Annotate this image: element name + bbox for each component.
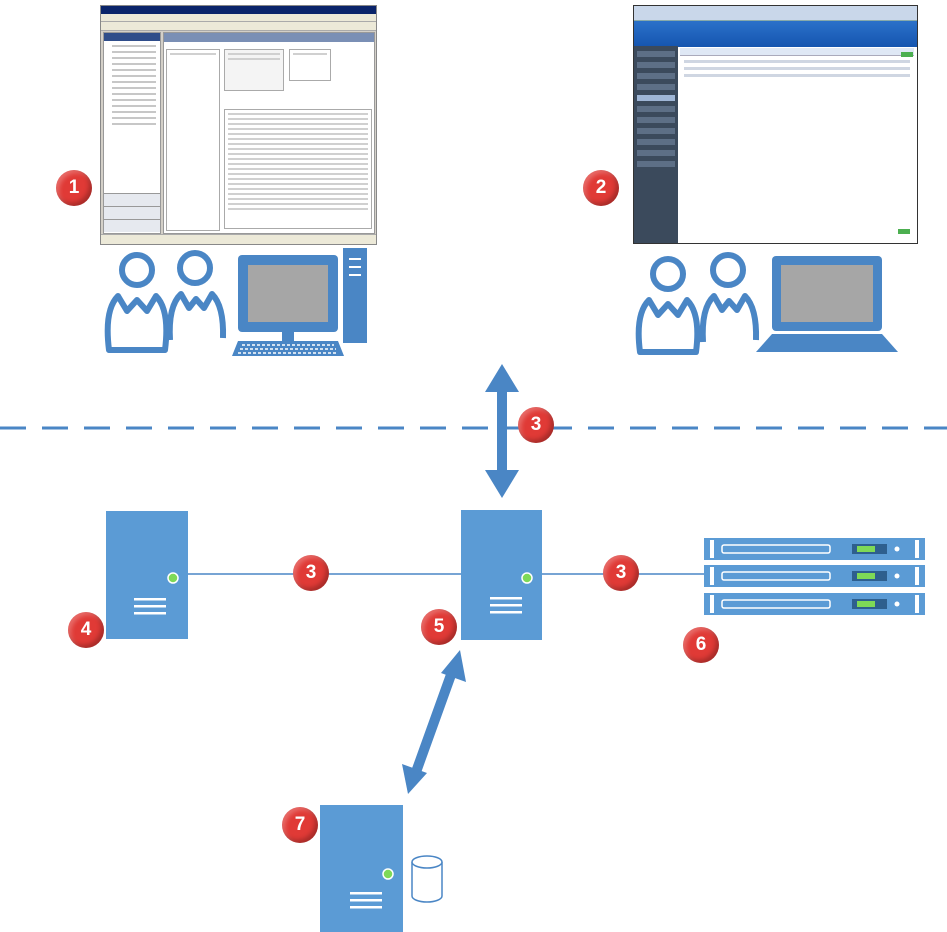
app-title-bar <box>101 6 376 14</box>
desktop-app-screenshot <box>100 5 377 245</box>
badge-2: 2 <box>583 170 619 206</box>
badge-3-left: 3 <box>293 555 329 591</box>
web-app-screenshot <box>633 5 918 244</box>
badge-7: 7 <box>282 807 318 843</box>
badge-5: 5 <box>421 609 457 645</box>
web-app-content <box>680 48 914 238</box>
browser-chrome <box>634 6 917 21</box>
laptop-icon <box>756 256 898 352</box>
users-desktop-icon <box>104 250 227 353</box>
app-status-bar <box>101 234 376 244</box>
server-left-icon <box>106 511 188 639</box>
badge-6: 6 <box>683 627 719 663</box>
badge-3-right: 3 <box>603 555 639 591</box>
desktop-computer-icon <box>232 248 367 356</box>
database-arrow <box>402 650 466 794</box>
users-laptop-icon <box>635 252 760 355</box>
app-menu-bar <box>101 14 376 22</box>
database-icon <box>411 855 443 903</box>
badge-3-top: 3 <box>518 407 554 443</box>
app-main-pane <box>163 32 375 234</box>
web-app-banner <box>634 21 917 47</box>
web-app-sidebar <box>634 46 678 243</box>
app-toolbar <box>101 22 376 31</box>
server-center-icon <box>461 510 542 640</box>
app-navigation-pane <box>103 32 161 234</box>
rack-servers-icon <box>704 538 925 615</box>
badge-4: 4 <box>68 612 104 648</box>
badge-1: 1 <box>56 170 92 206</box>
server-database-icon <box>320 805 403 932</box>
client-server-arrow <box>485 364 519 498</box>
